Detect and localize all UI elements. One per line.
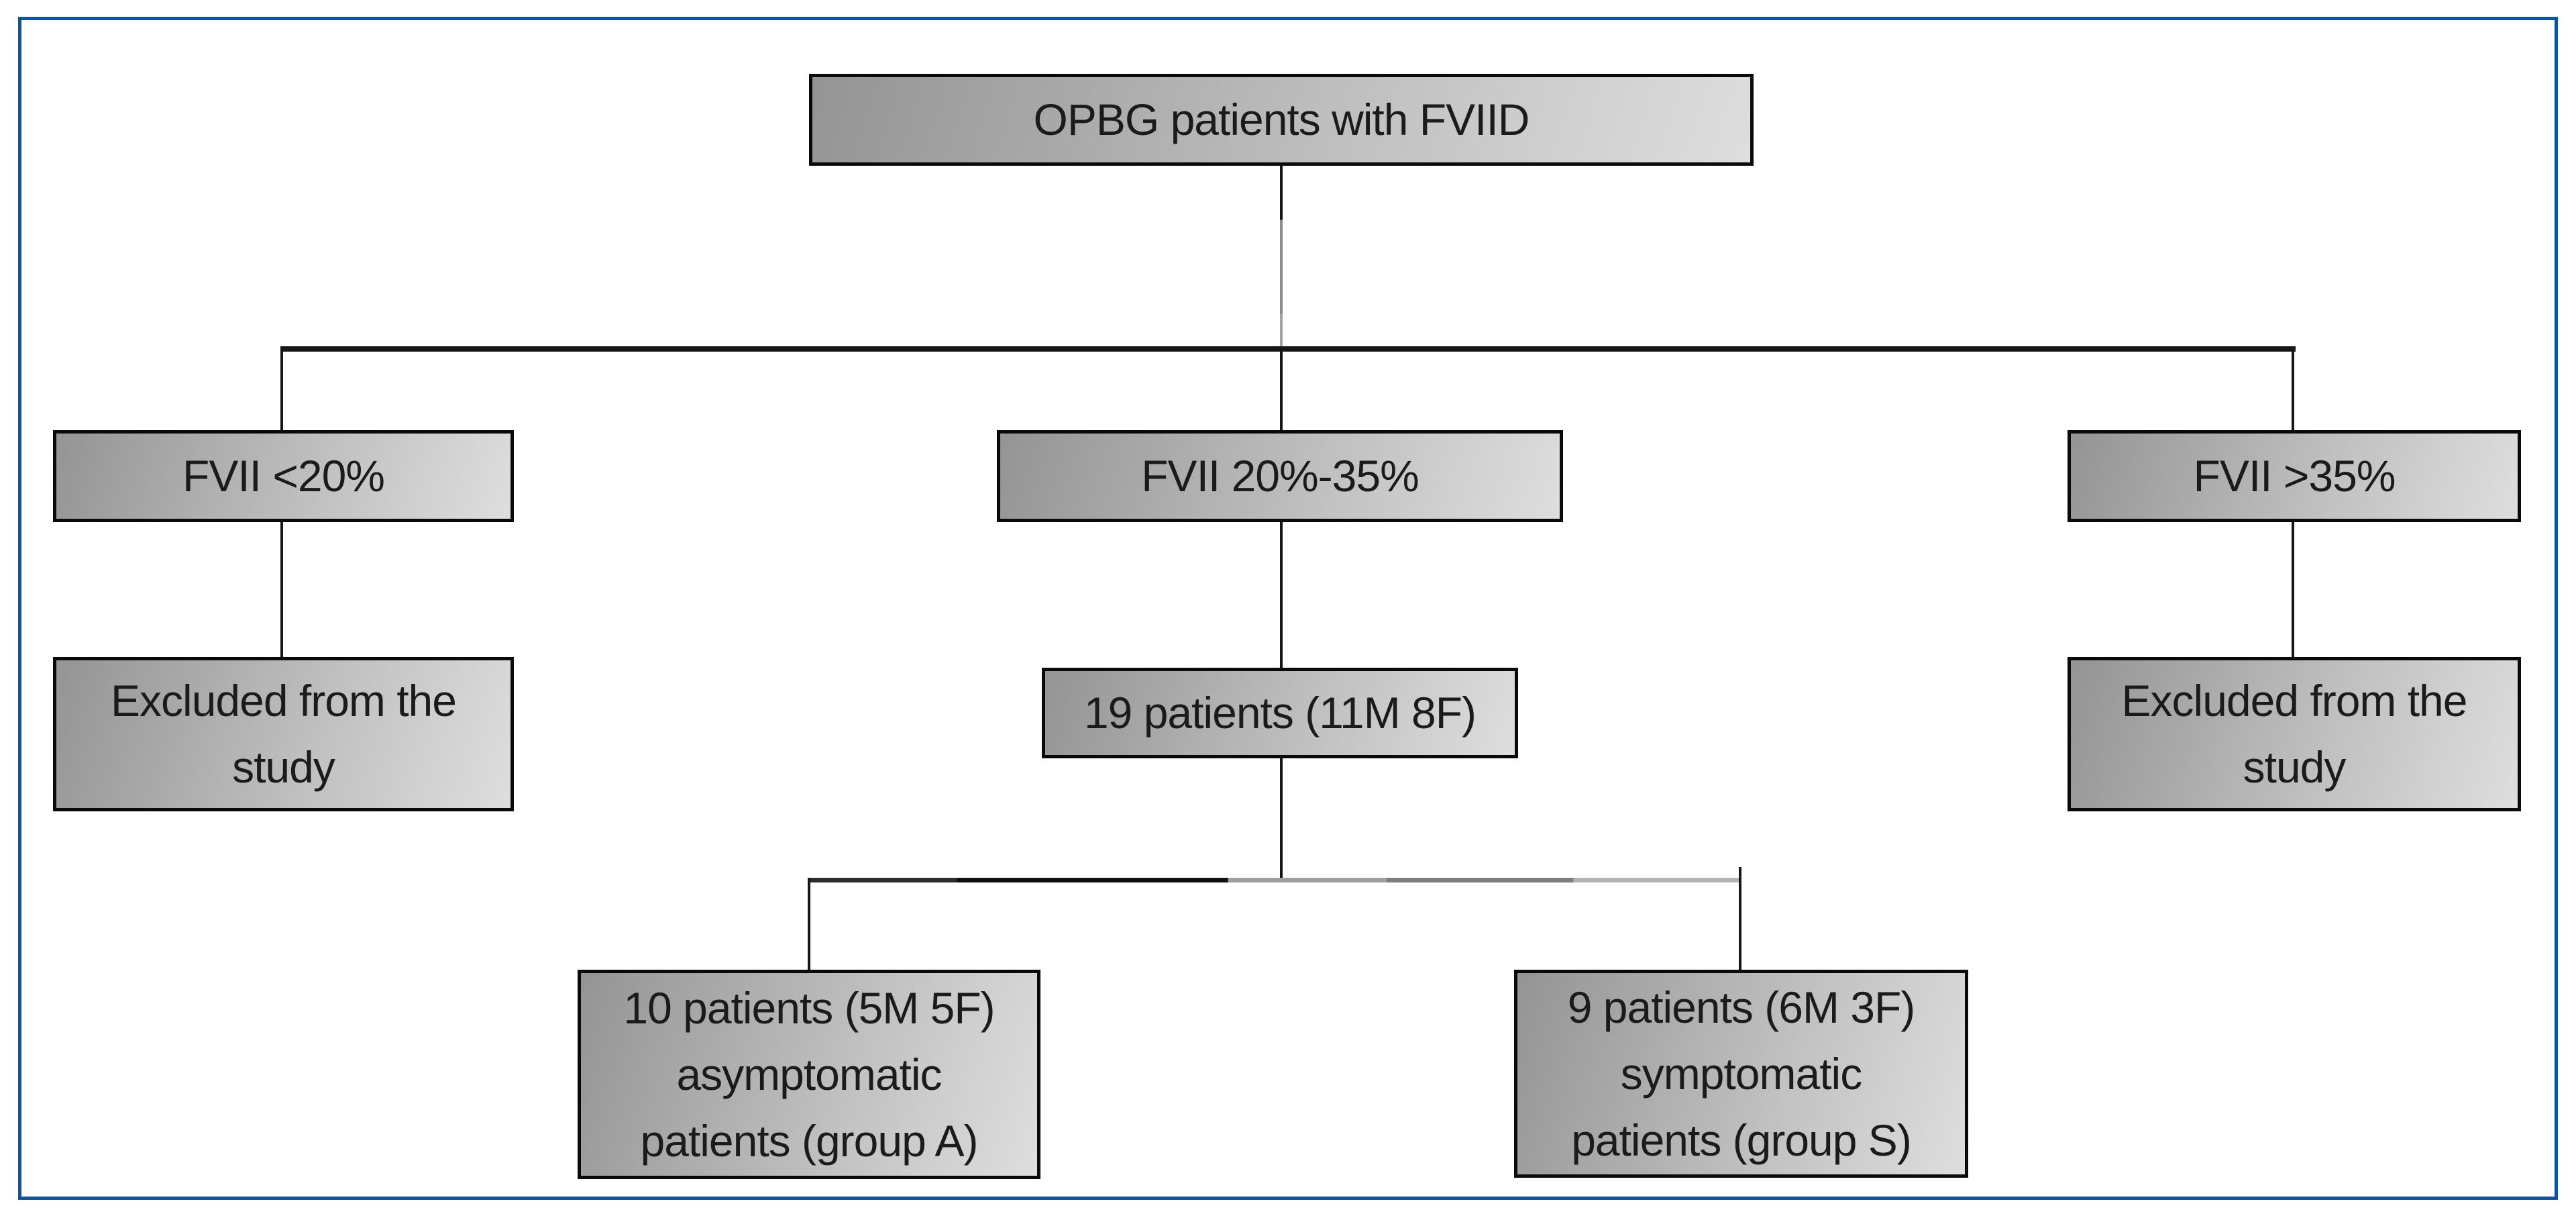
node-group-s-line-1: 9 patients (6M 3F): [1567, 982, 1916, 1032]
node-19-patients: 19 patients (11M 8F): [1042, 668, 1518, 758]
node-opbg-patients-fviid: OPBG patients with FVIID: [809, 74, 1754, 166]
node-excluded-left-line-1: Excluded from the: [111, 676, 457, 725]
connector-group-horizontal: [808, 878, 1741, 882]
node-excluded-right-line-1: Excluded from the: [2121, 676, 2468, 725]
node-group-a-line-2: asymptomatic: [676, 1049, 942, 1099]
connector-cohort-down: [1280, 758, 1283, 878]
node-excluded-right: Excluded from the study: [2068, 657, 2521, 811]
outer-frame-border: [18, 17, 2558, 1200]
connector-left-to-excluded: [280, 522, 283, 657]
connector-center-branch-down: [1280, 346, 1283, 430]
node-fvii-lt-20-label: FVII <20%: [182, 451, 385, 501]
node-fvii-gt-35-label: FVII >35%: [2193, 451, 2396, 501]
connector-to-group-a: [808, 878, 810, 970]
node-fvii-20-35-label: FVII 20%-35%: [1141, 451, 1419, 501]
connector-right-branch-down: [2292, 346, 2294, 430]
node-group-s-line-2: symptomatic: [1620, 1048, 1862, 1099]
node-excluded-left: Excluded from the study: [53, 657, 514, 811]
node-19-patients-label: 19 patients (11M 8F): [1083, 688, 1477, 738]
connector-left-branch-down: [280, 346, 283, 430]
node-group-s: 9 patients (6M 3F) symptomatic patients …: [1514, 970, 1968, 1178]
node-group-a-line-1: 10 patients (5M 5F): [623, 982, 995, 1033]
node-group-a-line-3: patients (group A): [640, 1115, 979, 1166]
node-group-s-line-3: patients (group S): [1571, 1115, 1912, 1165]
node-fvii-gt-35: FVII >35%: [2068, 430, 2521, 522]
node-opbg-patients-fviid-label: OPBG patients with FVIID: [1033, 95, 1530, 144]
connector-center-to-cohort: [1280, 522, 1283, 668]
node-excluded-right-line-2: study: [2243, 742, 2347, 792]
node-fvii-lt-20: FVII <20%: [53, 430, 514, 522]
node-fvii-20-35: FVII 20%-35%: [997, 430, 1563, 522]
connector-right-to-excluded: [2292, 522, 2294, 657]
node-group-a: 10 patients (5M 5F) asymptomatic patient…: [578, 970, 1040, 1179]
connector-root-down: [1280, 166, 1283, 346]
connector-branch-horizontal: [280, 346, 2296, 352]
connector-to-group-s: [1739, 867, 1741, 970]
node-excluded-left-line-2: study: [232, 742, 335, 792]
